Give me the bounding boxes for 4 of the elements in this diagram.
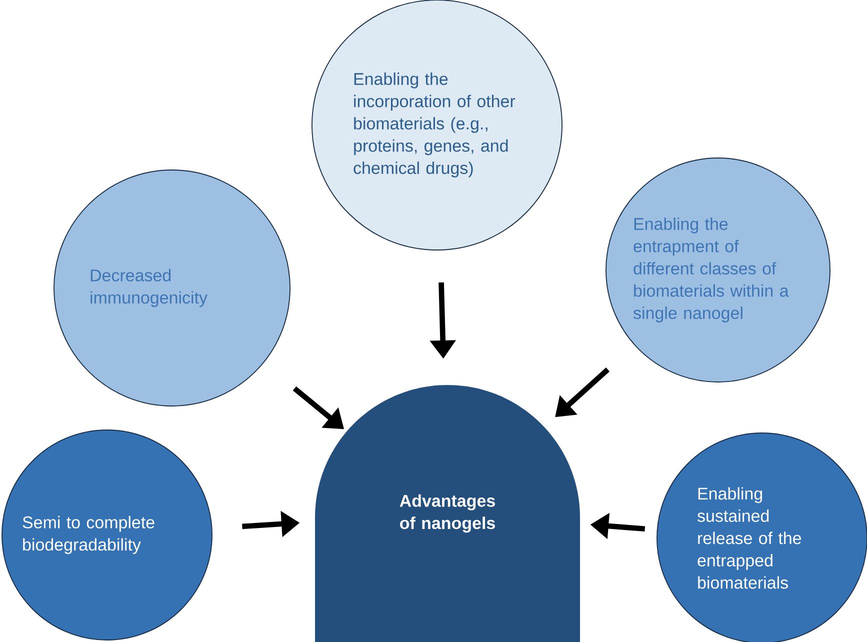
circle-node: Semi to complete biodegradability — [2, 430, 212, 640]
circle-node: Enabling sustained release of the entrapped biomaterials — [656, 432, 867, 642]
circle-node: Enabling the entrapment of different classes of biomaterials within a single nanogel — [606, 158, 830, 382]
circle-node: Decreased immunogenicity — [54, 170, 290, 406]
